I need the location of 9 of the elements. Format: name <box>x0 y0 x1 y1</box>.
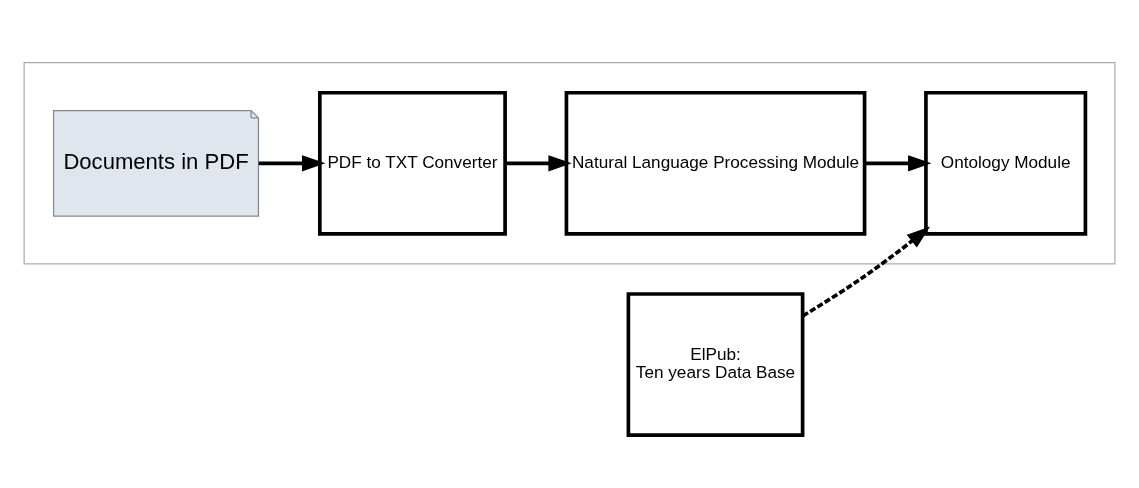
cluster <box>23 62 1116 265</box>
node-box: ElPub: Ten years Data Base <box>626 292 805 437</box>
arrow <box>801 226 931 318</box>
node-box: Natural Language Processing Module <box>564 90 867 236</box>
node-box: PDF to TXT Converter <box>318 90 507 236</box>
arrow <box>505 155 572 172</box>
node-box: Ontology Module <box>924 90 1088 236</box>
arrow <box>864 155 932 172</box>
arrow <box>258 155 326 172</box>
